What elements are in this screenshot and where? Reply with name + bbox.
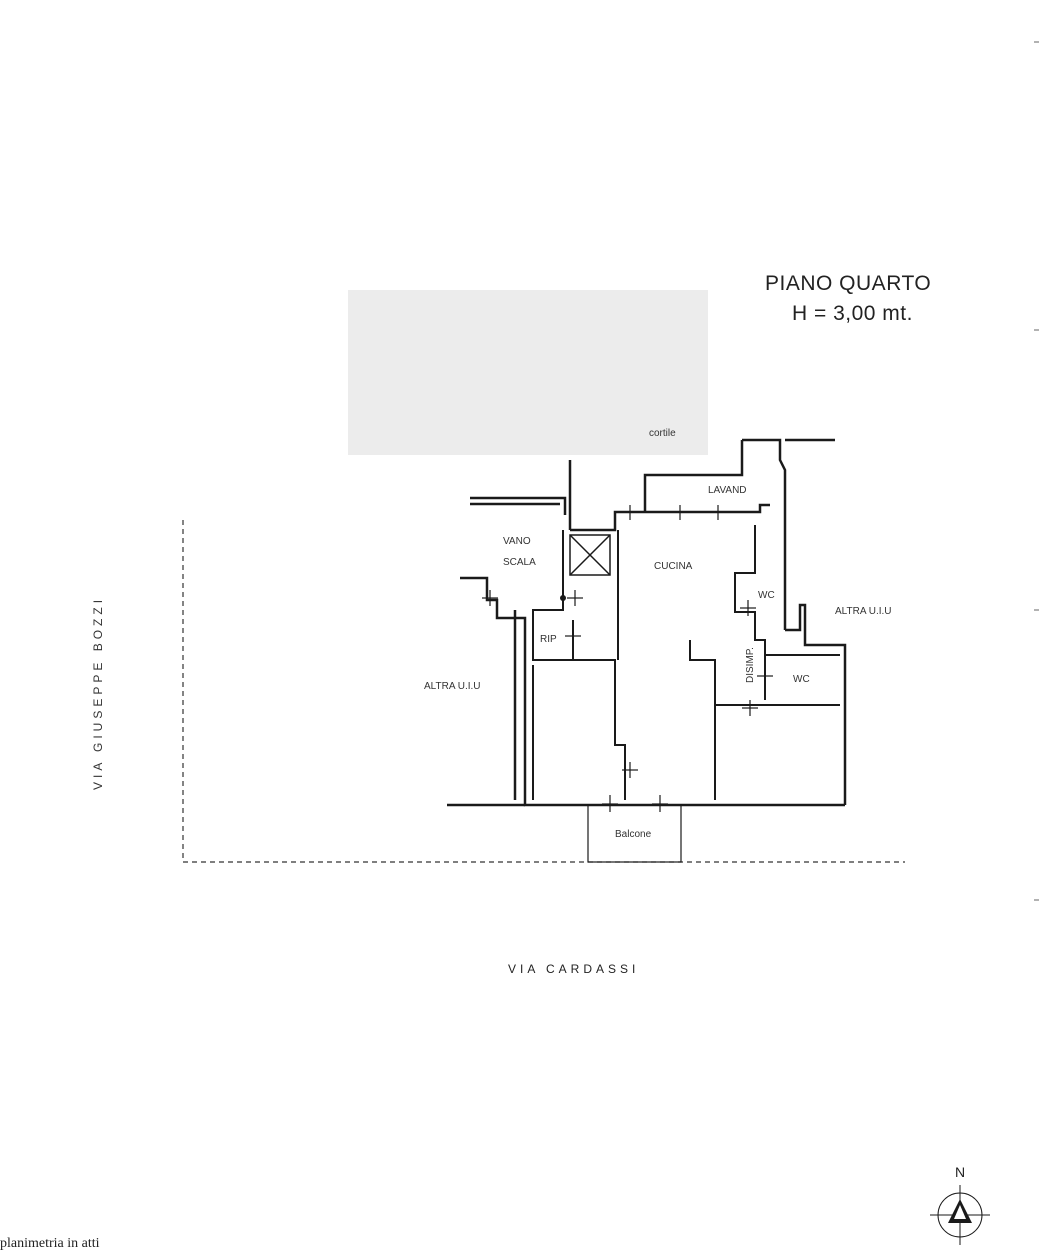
label-balcone: Balcone xyxy=(615,829,652,840)
redacted-area xyxy=(348,290,708,455)
label-wc-upper: WC xyxy=(758,590,775,601)
edge-marks xyxy=(1034,41,1039,901)
balcony-outline xyxy=(587,804,682,863)
label-lavand: LAVAND xyxy=(708,485,747,496)
compass-rose-icon xyxy=(930,1185,990,1245)
label-disimp: DISIMP. xyxy=(745,647,756,683)
label-vano: VANO xyxy=(503,536,531,547)
label-rip: RIP xyxy=(540,634,557,645)
label-wc-lower: WC xyxy=(793,674,810,685)
label-altra-right: ALTRA U.I.U xyxy=(835,606,892,617)
north-label: N xyxy=(955,1164,966,1180)
outer-walls xyxy=(447,438,847,807)
plan-title: PIANO QUARTO xyxy=(765,272,932,295)
street-south-label: VIA CARDASSI xyxy=(508,962,640,976)
entry-marker xyxy=(560,595,566,601)
label-scala: SCALA xyxy=(503,557,536,568)
footer-note: planimetria in atti xyxy=(0,1236,100,1251)
ceiling-height: H = 3,00 mt. xyxy=(792,302,913,325)
label-altra-left: ALTRA U.I.U xyxy=(424,681,481,692)
interior-walls xyxy=(532,525,840,800)
door-marks xyxy=(482,505,773,812)
street-west-label: VIA GIUSEPPE BOZZI xyxy=(91,596,105,790)
stair-shaft xyxy=(569,534,611,576)
label-cucina: CUCINA xyxy=(654,561,693,572)
label-cortile: cortile xyxy=(649,428,676,439)
